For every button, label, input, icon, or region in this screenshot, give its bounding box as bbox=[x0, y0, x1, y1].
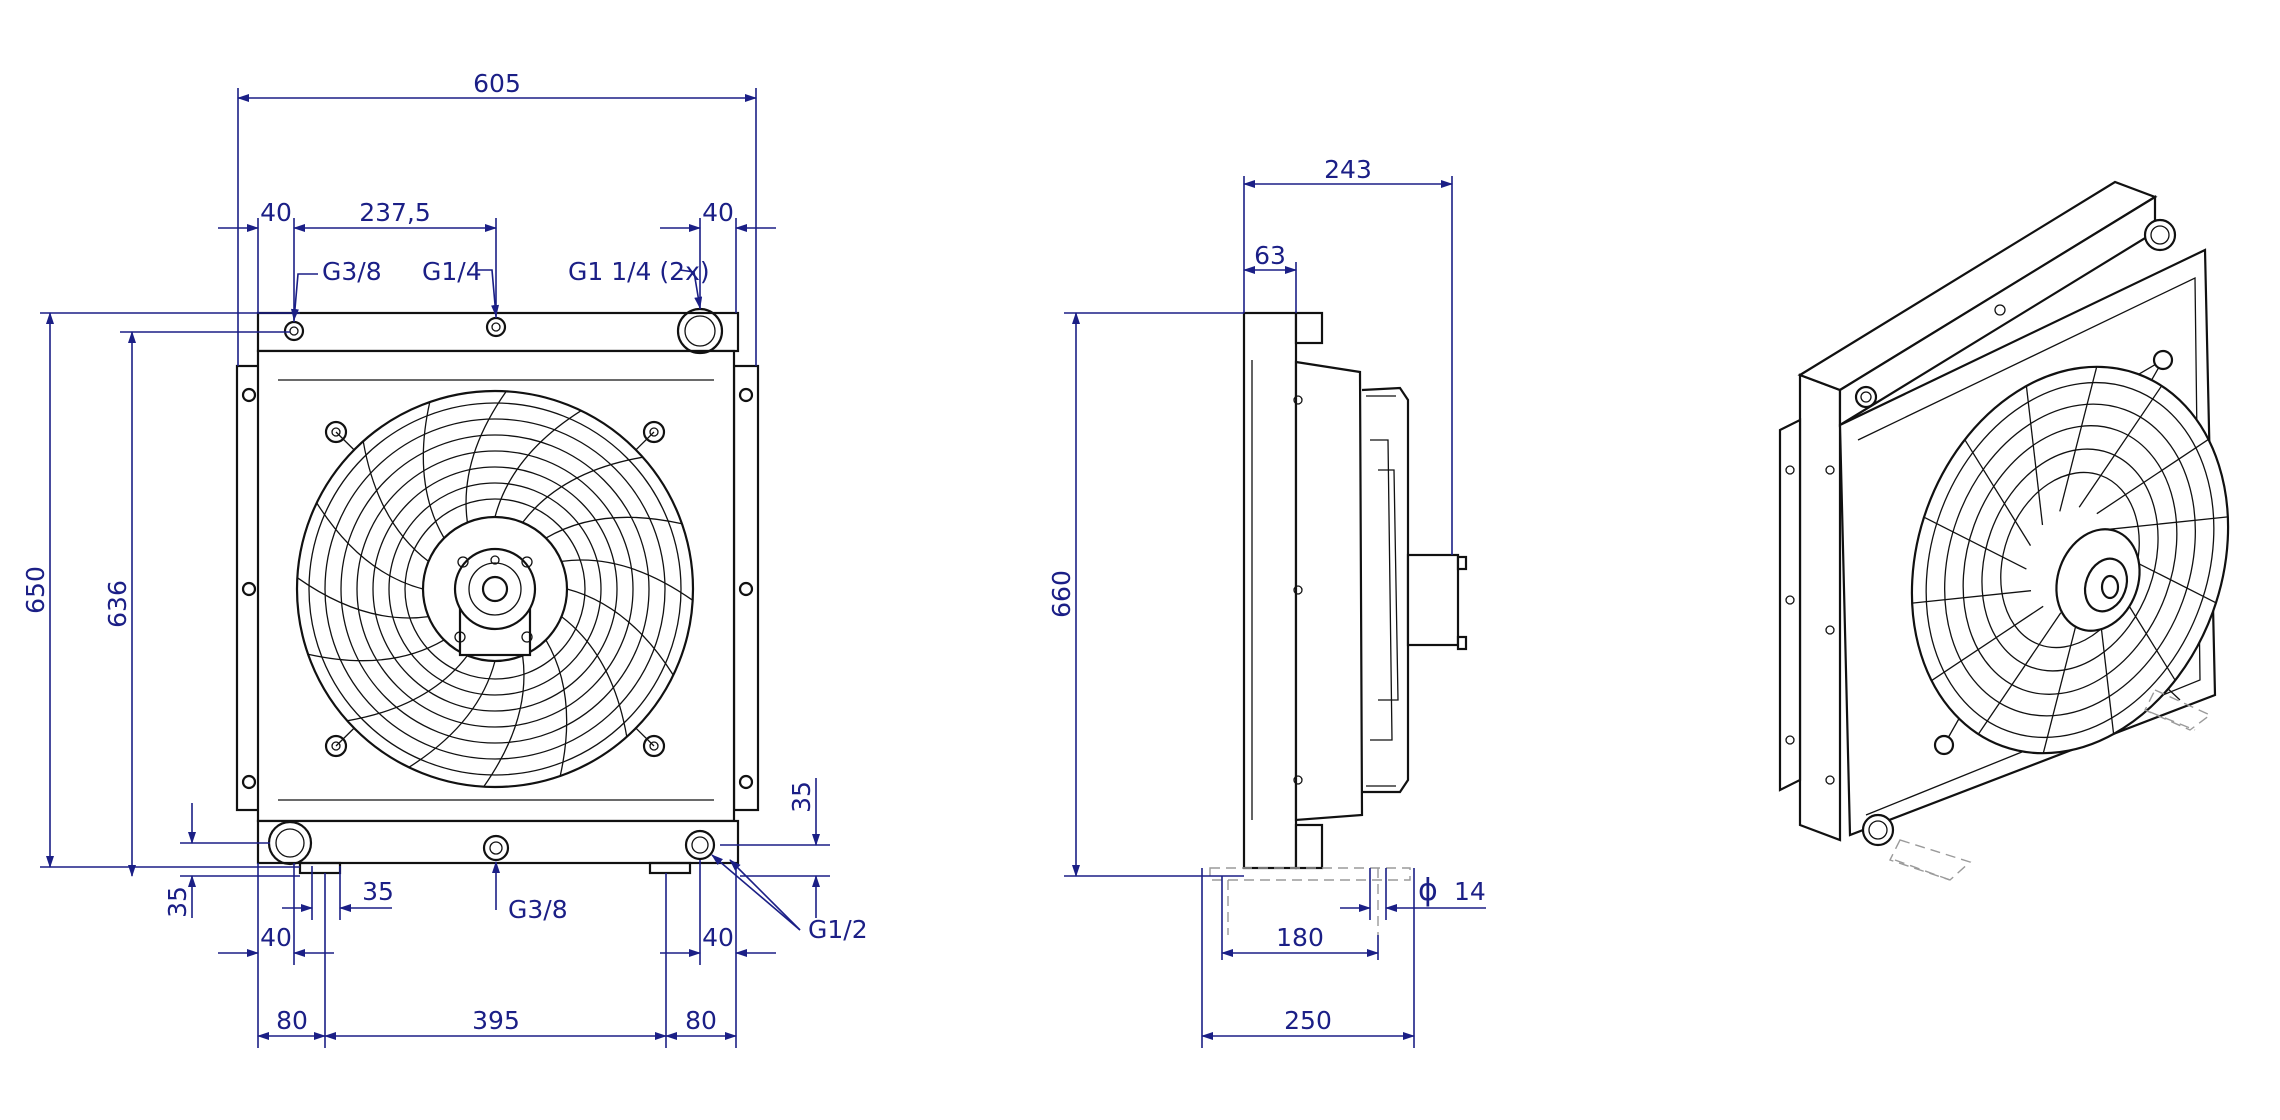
side-view bbox=[1209, 311, 1468, 935]
side-fan-guard bbox=[1361, 386, 1410, 794]
iso-guard-spoke bbox=[1923, 516, 2027, 570]
dim-660: 660 bbox=[1047, 570, 1076, 618]
guard-spoke bbox=[362, 441, 429, 562]
dim-40-top-left: 40 bbox=[260, 198, 292, 227]
dim-243: 243 bbox=[1324, 155, 1372, 184]
iso-guard-spoke bbox=[2108, 516, 2228, 530]
guard-spoke bbox=[561, 616, 628, 737]
dim-395: 395 bbox=[472, 1006, 520, 1035]
iso-guard-spoke bbox=[1977, 612, 2062, 735]
guard-spoke bbox=[296, 577, 429, 619]
iso-guard-spoke bbox=[2042, 608, 2081, 754]
label-drain-g38: G3/8 bbox=[508, 895, 568, 924]
label-port-g14: G1/4 bbox=[422, 257, 482, 286]
dim-605: 605 bbox=[473, 69, 521, 98]
dim-80-right: 80 bbox=[685, 1006, 717, 1035]
label-port-g114: G1 1/4 (2x) bbox=[568, 257, 710, 286]
right-bracket bbox=[732, 364, 760, 812]
guard-spoke bbox=[422, 401, 445, 539]
guard-spoke bbox=[561, 559, 694, 601]
guard-spoke bbox=[307, 639, 445, 662]
dim-14: 14 bbox=[1454, 877, 1486, 906]
dim-35-left: 35 bbox=[163, 886, 192, 918]
guard-spoke bbox=[465, 390, 507, 523]
bracket-holes bbox=[241, 387, 754, 790]
label-g12: G1/2 bbox=[808, 915, 868, 944]
motor-hub bbox=[421, 515, 569, 663]
iso-guard-spoke bbox=[2059, 366, 2098, 512]
iso-guard-spokes bbox=[1912, 366, 2228, 754]
guard-spoke bbox=[522, 456, 643, 523]
guard-spoke bbox=[494, 410, 582, 518]
side-view-dimensions: 243 63 660 ϕ 14 180 250 bbox=[1047, 155, 1486, 1048]
iso-guard-spoke bbox=[1931, 605, 2044, 682]
iso-foot-hidden-left bbox=[1889, 839, 1972, 881]
guard-spokes bbox=[296, 390, 694, 788]
front-view-dimensions: 605 40 237,5 40 G3/8 G1/4 G1 1/4 (2x) 65… bbox=[21, 69, 868, 1048]
front-view bbox=[235, 307, 760, 875]
dim-40-bottom-right: 40 bbox=[702, 923, 734, 952]
side-foot-hidden bbox=[1209, 867, 1411, 881]
guard-spoke bbox=[566, 588, 674, 676]
dim-250: 250 bbox=[1284, 1006, 1332, 1035]
side-core bbox=[1242, 311, 1298, 870]
dim-636: 636 bbox=[103, 580, 132, 628]
side-shroud bbox=[1294, 360, 1364, 822]
dim-35-right: 35 bbox=[787, 781, 816, 813]
iso-foot-hidden-right bbox=[2144, 689, 2212, 731]
dim-hole-symbol: ϕ bbox=[1418, 873, 1438, 908]
dim-650: 650 bbox=[21, 566, 50, 614]
dim-40-top-right: 40 bbox=[702, 198, 734, 227]
guard-spoke bbox=[483, 655, 525, 788]
iso-guard-spoke bbox=[1964, 439, 2032, 546]
dim-180: 180 bbox=[1276, 923, 1324, 952]
guard-spoke bbox=[545, 516, 683, 539]
iso-fan-guard bbox=[1910, 349, 2230, 756]
guard-spoke bbox=[316, 502, 424, 590]
port-g12-bottom bbox=[684, 829, 716, 861]
iso-guard-spoke bbox=[1912, 590, 2032, 604]
dim-40-bottom-left: 40 bbox=[260, 923, 292, 952]
dim-237-5: 237,5 bbox=[359, 198, 431, 227]
dim-80-left: 80 bbox=[276, 1006, 308, 1035]
isometric-view bbox=[1778, 180, 2230, 881]
label-port-g38: G3/8 bbox=[322, 257, 382, 286]
guard-spoke bbox=[408, 660, 496, 768]
iso-guard-spoke bbox=[2096, 438, 2209, 515]
side-motor bbox=[1406, 553, 1460, 647]
iso-guard-spoke bbox=[2025, 385, 2044, 526]
guard-spoke bbox=[545, 639, 568, 777]
iso-body-side bbox=[1798, 373, 1842, 842]
guard-spoke bbox=[347, 655, 468, 722]
port-g38-bottom bbox=[482, 834, 510, 862]
iso-guard-spoke bbox=[2078, 385, 2163, 508]
dim-63: 63 bbox=[1254, 241, 1286, 270]
dim-35-foot: 35 bbox=[362, 877, 394, 906]
